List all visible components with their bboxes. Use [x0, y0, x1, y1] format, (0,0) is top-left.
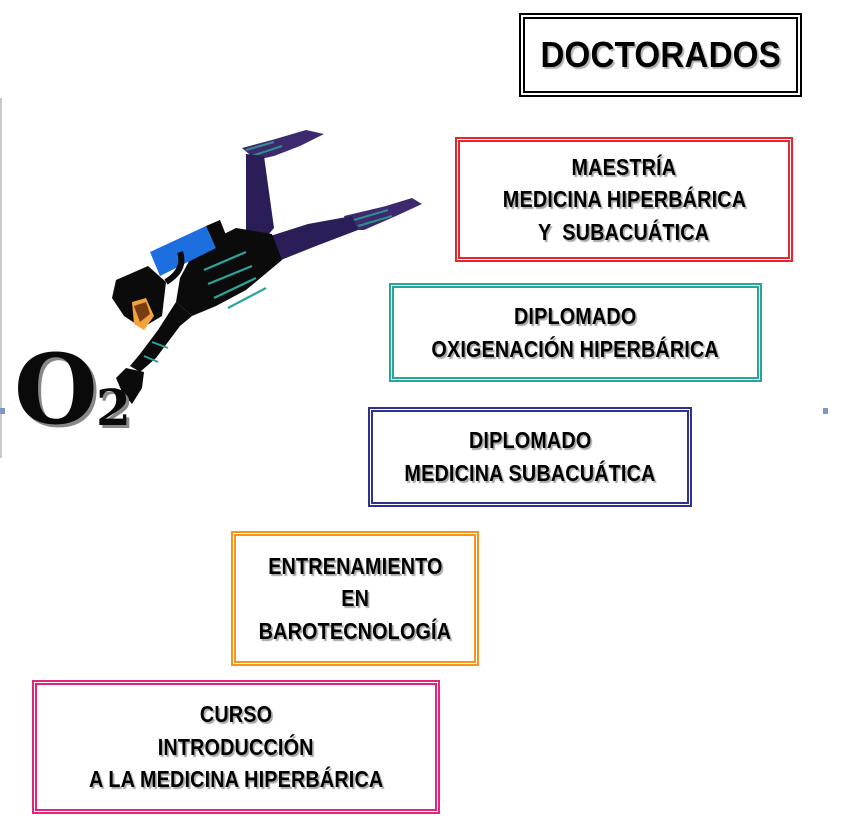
oxygen-subscript: 2: [96, 378, 131, 437]
oxygen-letter: O: [14, 333, 98, 446]
selection-handle-right[interactable]: [823, 408, 828, 414]
program-line: BAROTECNOLOGÍA: [258, 617, 452, 644]
program-line: EN: [341, 585, 369, 612]
program-line: MEDICINA SUBACUÁTICA: [404, 460, 656, 486]
program-box-diplomado-subacuatica: DIPLOMADO MEDICINA SUBACUÁTICA: [368, 407, 692, 507]
program-line: DIPLOMADO: [468, 427, 592, 454]
program-line: OXIGENACIÓN HIPERBÁRICA: [431, 335, 720, 362]
selection-handle-left[interactable]: [0, 408, 5, 414]
program-line: CURSO: [199, 701, 273, 728]
program-box-entrenamiento: ENTRENAMIENTO EN BAROTECNOLOGÍA: [231, 531, 479, 666]
scuba-diver-icon: [112, 130, 422, 404]
program-line: ENTRENAMIENTO: [267, 552, 443, 579]
program-line: MEDICINA HIPERBÁRICA: [502, 186, 746, 213]
program-line: A LA MEDICINA HIPERBÁRICA: [88, 766, 384, 793]
program-box-curso: CURSO INTRODUCCIÓN A LA MEDICINA HIPERBÁ…: [32, 680, 440, 814]
title-box: DOCTORADOS: [519, 13, 802, 97]
program-line: MAESTRÍA: [571, 153, 677, 180]
program-line: DIPLOMADO: [514, 302, 637, 329]
left-edge-line: [0, 98, 2, 458]
program-box-maestria: MAESTRÍA MEDICINA HIPERBÁRICA Y SUBACUÁT…: [455, 137, 793, 262]
program-line: INTRODUCCIÓN: [158, 733, 314, 760]
program-line: Y SUBACUÁTICA: [538, 218, 710, 245]
title-text: DOCTORADOS: [540, 34, 781, 76]
oxygen-logo: O 2: [14, 335, 154, 445]
program-box-diplomado-oxigenacion: DIPLOMADO OXIGENACIÓN HIPERBÁRICA: [389, 283, 762, 382]
